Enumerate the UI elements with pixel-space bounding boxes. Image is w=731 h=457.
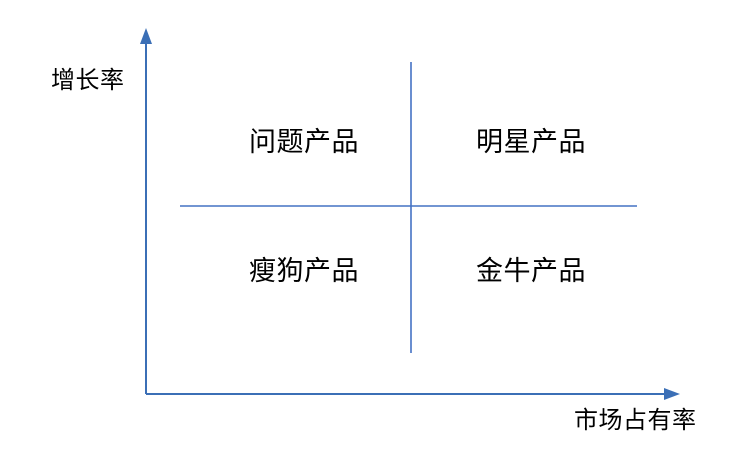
- quadrant-label-question-marks: 问题产品: [249, 127, 359, 157]
- quadrant-label-stars: 明星产品: [476, 127, 586, 157]
- y-axis-arrow-icon: [140, 28, 152, 44]
- quadrant-label-dogs: 瘦狗产品: [249, 256, 359, 286]
- x-axis-label: 市场占有率: [574, 407, 697, 434]
- quadrant-label-cash-cows: 金牛产品: [476, 256, 586, 286]
- x-axis-arrow-icon: [664, 388, 680, 400]
- y-axis-label: 增长率: [51, 67, 125, 94]
